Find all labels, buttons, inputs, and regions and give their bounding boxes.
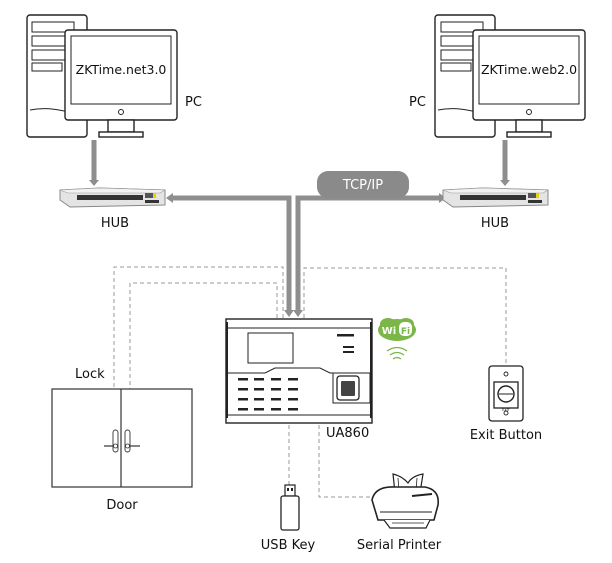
- pc-left: ZKTime.net3.0 PC: [26, 14, 202, 138]
- wifi-signal-icon: [386, 346, 408, 360]
- cable-hub-left-to-device: [172, 195, 292, 310]
- keypad: [238, 378, 298, 411]
- tcp-ip-badge: TCP/IP: [317, 171, 409, 198]
- printer-icon: [371, 473, 440, 529]
- pc-left-label: PC: [185, 95, 202, 110]
- exit-plate-text: EXIT: [502, 408, 511, 412]
- usb-key-device: USB Key: [261, 484, 316, 553]
- wire-device-to-lock-outer: [113, 266, 284, 392]
- cable-hub-right-to-device: [295, 195, 440, 310]
- hub-right-label: HUB: [481, 216, 509, 231]
- tcp-ip-label: TCP/IP: [342, 178, 383, 193]
- hub-left-label: HUB: [101, 216, 129, 231]
- arrowhead-device-2: [293, 310, 303, 317]
- terminal-icon: [225, 318, 373, 424]
- hub-left: HUB: [59, 187, 167, 231]
- pc-left-screen-text: ZKTime.net3.0: [76, 62, 167, 77]
- monitor-icon: [472, 29, 586, 138]
- door-icon: [51, 388, 193, 488]
- exit-button-label: Exit Button: [470, 428, 542, 443]
- arrowhead-hub-left-top: [89, 180, 99, 186]
- serial-printer-device: Serial Printer: [357, 473, 442, 553]
- wifi-badge: Wi Fi: [378, 318, 416, 360]
- usb-key-icon: [280, 484, 300, 531]
- pc-right-label: PC: [409, 95, 426, 110]
- arrowhead-hub-right-top: [500, 180, 510, 186]
- arrowhead-device-1: [284, 310, 294, 317]
- network-cables: [89, 140, 510, 317]
- serial-printer-label: Serial Printer: [357, 538, 442, 553]
- wire-device-to-exit-button: [303, 267, 507, 363]
- hub-right: HUB: [442, 187, 550, 231]
- hub-icon: [442, 187, 550, 208]
- monitor-icon: [64, 29, 178, 138]
- wifi-text-wi: Wi: [382, 326, 396, 337]
- exit-button-icon: EXIT: [488, 365, 524, 422]
- wire-device-to-lock-inner: [129, 282, 278, 392]
- pc-right: ZKTime.web2.0 PC: [409, 14, 586, 138]
- usb-key-label: USB Key: [261, 538, 316, 553]
- lock-label: Lock: [75, 367, 105, 382]
- device-label: UA860: [326, 426, 369, 441]
- ua860-device: UA860: [225, 318, 373, 441]
- dashed-wires: [113, 266, 507, 498]
- wifi-text-fi: Fi: [401, 327, 410, 337]
- door-assembly: Lock Door: [51, 367, 193, 513]
- exit-button-device: EXIT Exit Button: [470, 365, 542, 443]
- arrowhead-hub-left-side: [166, 193, 173, 203]
- pc-right-screen-text: ZKTime.web2.0: [481, 62, 577, 77]
- door-label: Door: [106, 498, 138, 513]
- wire-device-to-printer: [318, 418, 372, 498]
- wifi-logo-icon: Wi Fi: [378, 318, 416, 341]
- hub-icon: [59, 187, 167, 208]
